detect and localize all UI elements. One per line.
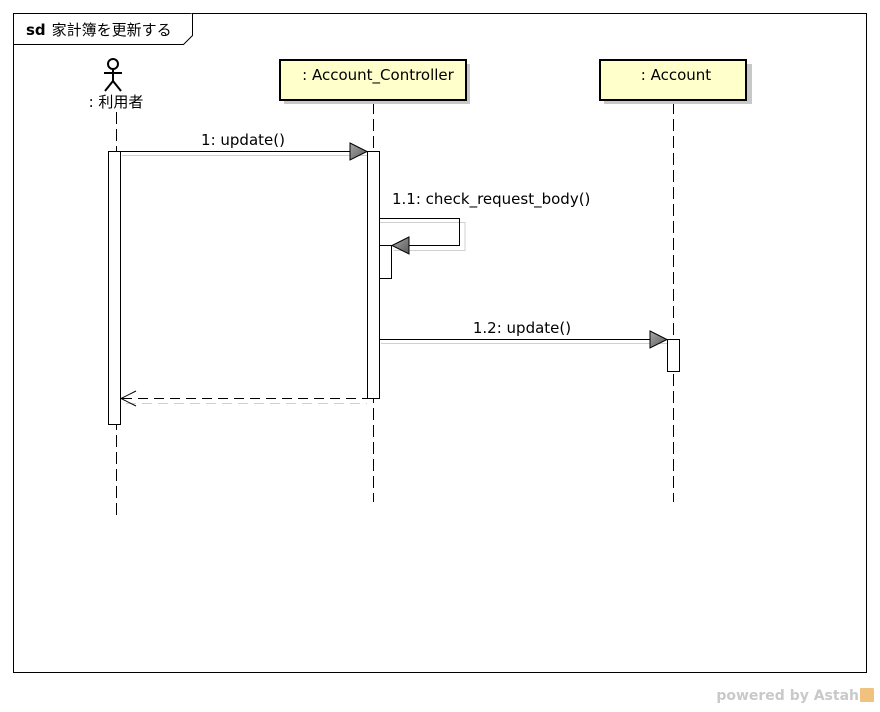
frame-label-tab <box>13 13 193 45</box>
activation-account <box>667 339 680 372</box>
frame-label: sd 家計簿を更新する <box>26 21 172 39</box>
lifeline-controller-label: : Account_Controller <box>302 66 455 85</box>
message-1-label: 1: update() <box>201 131 285 149</box>
message-1-1-label: 1.1: check_request_body() <box>392 190 590 209</box>
message-1-1-shadow <box>380 222 466 251</box>
return-1-arrowhead <box>119 390 137 407</box>
frame-name: 家計簿を更新する <box>52 21 172 39</box>
activation-user <box>108 151 121 425</box>
activation-controller-nested <box>379 245 392 279</box>
lifeline-account-label: : Account <box>641 66 712 84</box>
message-1-2-label: 1.2: update() <box>473 319 571 337</box>
object-account-box <box>599 59 747 101</box>
actor-stick-figure-icon <box>104 58 122 92</box>
message-1-1-arrowhead <box>390 236 410 255</box>
message-1-1-line <box>380 218 460 246</box>
watermark: powered by Astah <box>716 688 874 704</box>
object-controller-box <box>279 59 467 101</box>
activation-controller <box>367 151 380 399</box>
watermark-text: powered by Astah <box>716 688 859 704</box>
frame-keyword: sd <box>26 21 46 39</box>
message-1-2-arrowhead <box>649 330 669 349</box>
astah-logo-icon <box>860 688 874 702</box>
lifeline-user-label: : 利用者 <box>89 93 144 111</box>
message-1-arrowhead <box>349 142 369 161</box>
